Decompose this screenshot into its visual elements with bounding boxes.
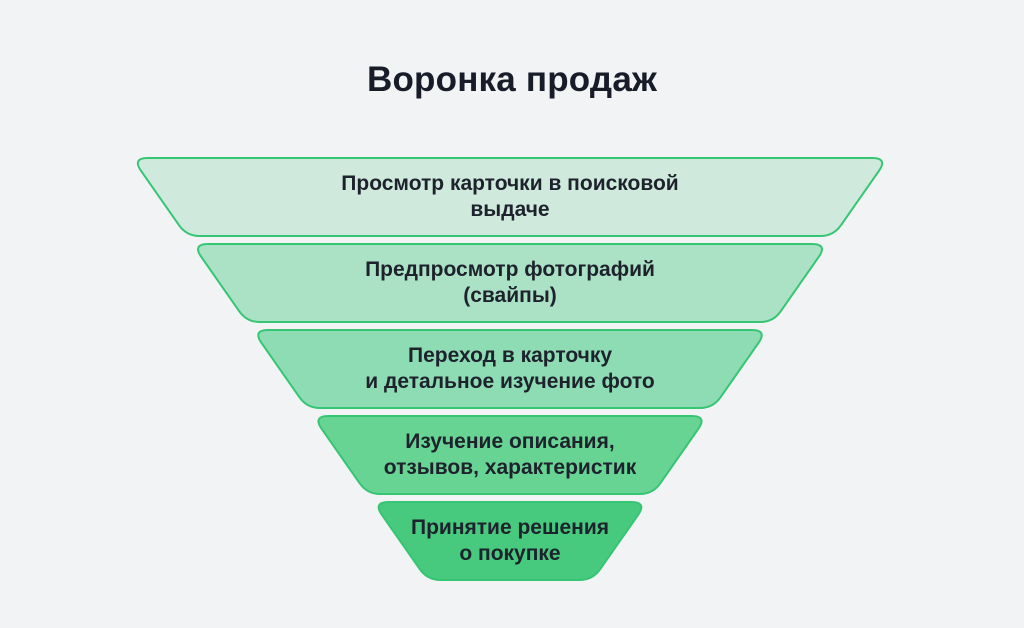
funnel-stage-shape-5	[377, 501, 643, 581]
funnel-stage-shape-2	[197, 243, 823, 323]
funnel-stage-shape-1	[136, 157, 884, 237]
page-title: Воронка продаж	[367, 60, 657, 99]
funnel-stage-shape-4	[317, 415, 703, 495]
funnel-stage-shape-3	[257, 329, 763, 409]
